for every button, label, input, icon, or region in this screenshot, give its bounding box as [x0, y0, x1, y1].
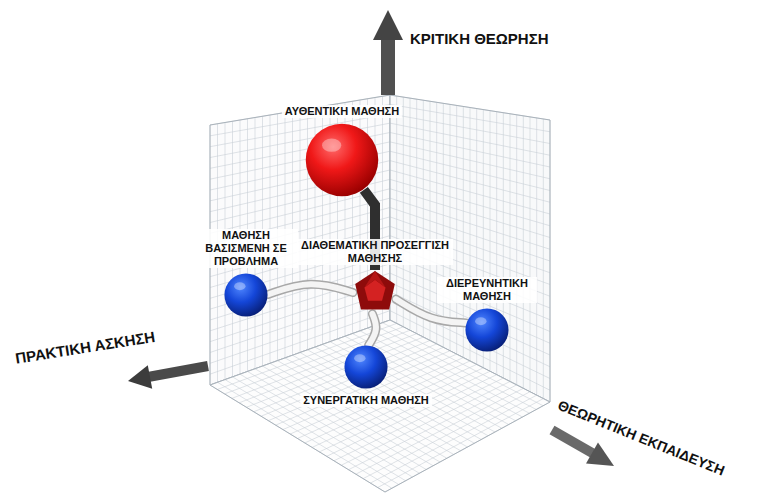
ribbon-connector — [369, 314, 376, 345]
grid-line — [370, 395, 536, 483]
grid-line — [327, 375, 497, 457]
sphere-shape — [224, 273, 268, 317]
right-axis-arrow — [552, 430, 614, 466]
grid-line — [261, 344, 437, 416]
grid-line — [378, 399, 544, 488]
sphere-highlight — [322, 139, 341, 152]
axis-label: ΘΕΩΡΗΤΙΚΗ ΕΚΠΑΙΔΕΥΣΗ — [555, 396, 727, 479]
sphere-highlight — [354, 354, 365, 362]
sphere-highlight — [234, 282, 245, 290]
grid-line — [334, 378, 503, 461]
blue-sphere: ΣΥΝΕΡΓΑΤΙΚΗ ΜΑΘΗΣΗ — [344, 345, 388, 389]
polyhedron-shape — [353, 270, 397, 314]
axis-shaft — [381, 38, 395, 95]
axis-label: ΚΡΙΤΙΚΗ ΘΕΩΡΗΣΗ — [410, 30, 549, 48]
grid-line — [523, 116, 524, 389]
grid-line — [536, 118, 537, 395]
grid-walls — [210, 95, 550, 492]
grid-line — [530, 117, 531, 392]
red-polyhedron: ΔΙΑΘΕΜΑΤΙΚΗ ΠΡΟΣΕΓΓΙΣΗ ΜΑΘΗΣΗΣ — [353, 270, 397, 314]
node-label: ΣΥΝΕΡΓΑΤΙΚΗ ΜΑΘΗΣΗ — [300, 394, 432, 407]
axis-shaft — [552, 430, 594, 454]
left-axis-arrow — [128, 365, 208, 389]
blue-sphere: ΔΙΕΡΕΥΝΗΤΙΚΗ ΜΑΘΗΣΗ — [465, 308, 509, 352]
node-label: ΔΙΕΡΕΥΝΗΤΙΚΗ ΜΑΘΗΣΗ — [437, 277, 537, 303]
ribbon-connector — [268, 284, 353, 294]
vertical-axis-arrow — [373, 10, 403, 95]
grid-line — [543, 119, 544, 399]
node-label: ΑΥΘΕΝΤΙΚΗ ΜΑΘΗΣΗ — [282, 105, 402, 118]
grid-line — [510, 114, 511, 382]
grid-line — [263, 366, 434, 466]
axis-label: ΠΡΑΚΤΙΚΗ ΑΣΚΗΣΗ — [14, 328, 156, 368]
sphere-highlight — [475, 317, 486, 325]
grid-line — [240, 374, 413, 477]
red-sphere: ΑΥΘΕΝΤΙΚΗ ΜΑΘΗΣΗ — [305, 123, 379, 197]
grid-line — [255, 369, 426, 470]
edge-group — [369, 314, 376, 345]
axis-head — [373, 10, 403, 40]
sphere-shape — [305, 123, 379, 197]
sphere-body — [306, 124, 379, 197]
ribbon-shade — [369, 314, 376, 345]
edge-group — [268, 284, 353, 294]
sphere-shape — [465, 308, 509, 352]
axis-head — [586, 443, 614, 466]
node-label: ΔΙΑΘΕΜΑΤΙΚΗ ΠΡΟΣΕΓΓΙΣΗ ΜΑΘΗΣΗΣ — [297, 239, 453, 265]
polyhedron-face — [364, 271, 385, 288]
ribbon-shade — [268, 284, 353, 294]
axis-head — [128, 365, 152, 389]
grid-line — [248, 371, 420, 473]
grid-line — [307, 109, 308, 350]
grid-line — [233, 377, 406, 481]
sphere-body — [224, 273, 267, 316]
axis-shaft — [148, 366, 208, 377]
polyhedron-body — [355, 271, 395, 310]
sphere-shape — [344, 345, 388, 389]
sphere-body — [465, 308, 508, 351]
node-label: ΜΑΘΗΣΗ ΒΑΣΙΣΜΕΝΗ ΣΕ ΠΡΟΒΛΗΜΑ — [194, 229, 298, 268]
blue-sphere: ΜΑΘΗΣΗ ΒΑΣΙΣΜΕΝΗ ΣΕ ΠΡΟΒΛΗΜΑ — [224, 273, 268, 317]
grid-line — [516, 115, 517, 385]
sphere-body — [344, 345, 387, 388]
